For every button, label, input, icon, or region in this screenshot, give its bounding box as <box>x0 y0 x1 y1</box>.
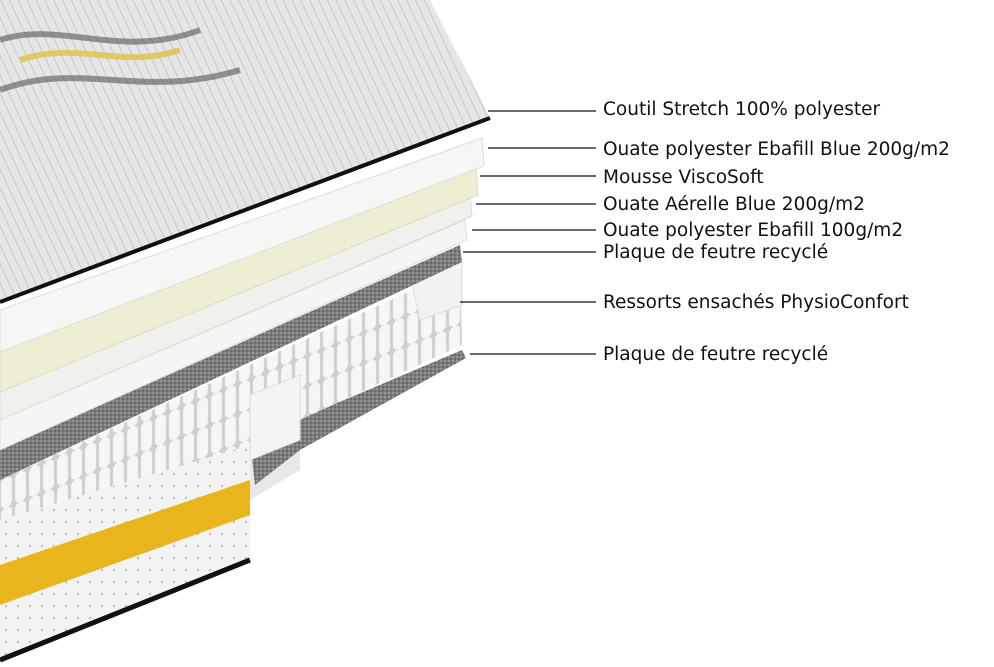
label-bottom-felt: Plaque de feutre recyclé <box>603 344 829 365</box>
bottom-felt-layer <box>250 350 466 485</box>
label-viscosoft: Mousse ViscoSoft <box>603 167 764 188</box>
label-aerelle: Ouate Aérelle Blue 200g/m2 <box>603 194 865 215</box>
ebafill-100-layer <box>0 219 468 451</box>
yellow-band <box>0 480 250 605</box>
ebafill-blue-layer <box>0 137 485 353</box>
label-ebafill-blue: Ouate polyester Ebafill Blue 200g/m2 <box>603 139 950 160</box>
top-felt-layer <box>0 245 462 480</box>
label-springs: Ressorts ensachés PhysioConfort <box>603 292 909 313</box>
label-ebafill-100: Ouate polyester Ebafill 100g/m2 <box>603 220 904 241</box>
label-cover: Coutil Stretch 100% polyester <box>603 99 881 120</box>
cover-layer <box>0 0 491 304</box>
label-top-felt: Plaque de feutre recyclé <box>603 242 829 263</box>
leader-lines <box>460 110 596 355</box>
